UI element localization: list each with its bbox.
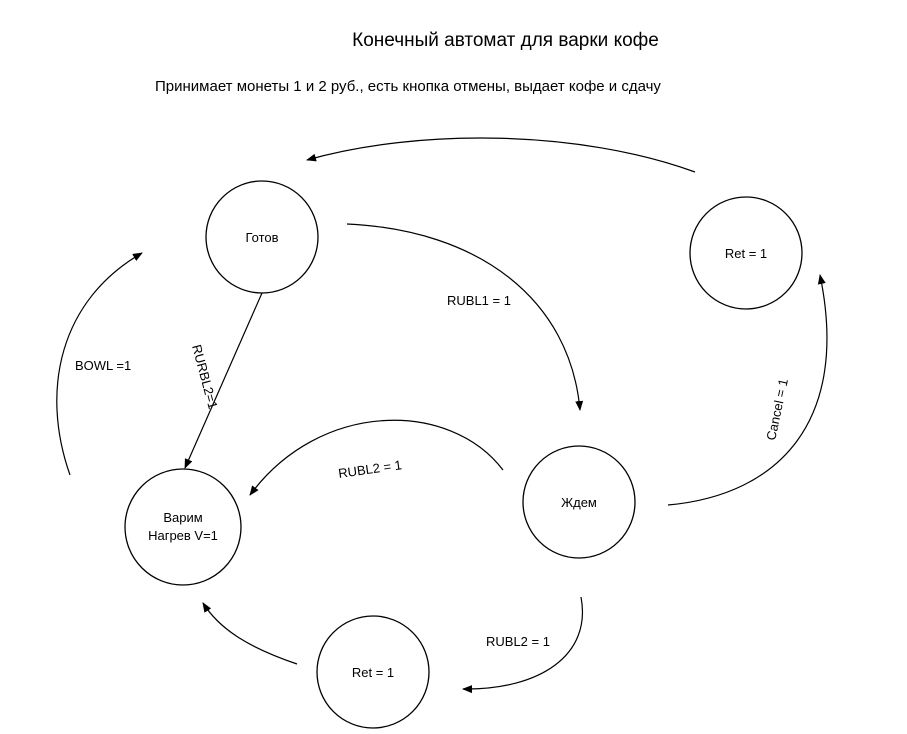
arrow-wait-to-ret-bottom bbox=[462, 596, 583, 694]
state-wait-label: Ждем bbox=[561, 495, 597, 510]
label-wait-to-ret-bottom: RUBL2 = 1 bbox=[486, 634, 550, 649]
state-ready-label: Готов bbox=[245, 230, 278, 245]
state-ret-top-label: Ret = 1 bbox=[725, 246, 767, 261]
arrow-ready-to-brew bbox=[184, 292, 263, 469]
diagram-subtitle: Принимает монеты 1 и 2 руб., есть кнопка… bbox=[155, 78, 661, 95]
state-ready: Готов bbox=[205, 180, 319, 294]
arrow-wait-to-brew bbox=[249, 419, 504, 496]
arrow-ret-top-to-ready bbox=[306, 137, 696, 173]
arrow-wait-to-ret-top bbox=[667, 274, 828, 506]
arrow-brew-to-ready bbox=[56, 252, 143, 476]
label-ready-to-brew: RURBL2=1 bbox=[189, 343, 221, 411]
state-ret-bottom-label: Ret = 1 bbox=[352, 665, 394, 680]
state-ret-top: Ret = 1 bbox=[689, 196, 803, 310]
state-brew-label-line2: Нагрев V=1 bbox=[148, 528, 218, 543]
label-wait-to-ret-top: Cancel = 1 bbox=[763, 377, 791, 441]
state-ret-bottom: Ret = 1 bbox=[316, 615, 430, 729]
arrow-ret-bottom-to-brew bbox=[202, 602, 298, 665]
state-wait: Ждем bbox=[522, 445, 636, 559]
label-wait-to-brew: RUBL2 = 1 bbox=[337, 457, 402, 481]
state-brew-label-line1: Варим bbox=[163, 510, 202, 525]
diagram-title: Конечный автомат для варки кофе bbox=[0, 30, 907, 52]
state-brew: Варим Нагрев V=1 bbox=[124, 468, 242, 586]
arrow-ready-to-wait bbox=[346, 223, 584, 411]
label-ready-to-wait: RUBL1 = 1 bbox=[447, 293, 511, 308]
diagram-title-text: Конечный автомат для варки кофе bbox=[352, 30, 659, 51]
label-brew-to-ready: BOWL =1 bbox=[75, 358, 131, 373]
